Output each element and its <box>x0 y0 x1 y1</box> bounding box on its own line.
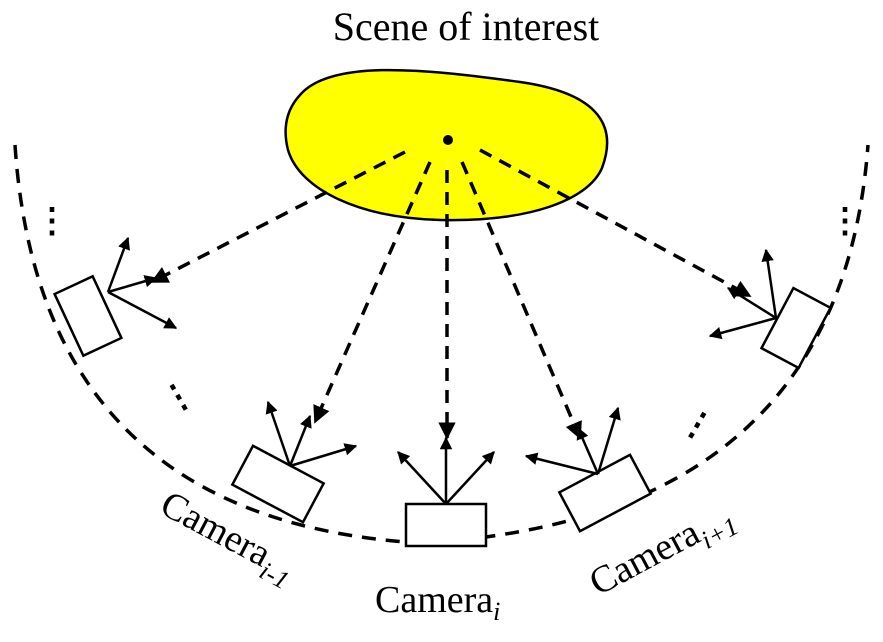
ray-far-left <box>150 150 406 284</box>
camera-axis-left <box>397 451 447 505</box>
camera-axis-left <box>726 286 777 320</box>
camera-body <box>404 502 488 548</box>
ellipsis-left: ⋮ <box>155 373 203 422</box>
camera-body <box>52 274 124 358</box>
ellipsis-far-left: ⋮ <box>35 203 69 240</box>
ray-far-right <box>479 148 752 298</box>
ellipsis-far-right: ⋮ <box>828 203 862 240</box>
scene-center-point <box>443 135 453 145</box>
camera-body <box>759 286 833 370</box>
camera-current <box>397 436 495 548</box>
ray-left <box>313 161 432 424</box>
camera-body <box>230 444 326 524</box>
ellipsis-right: ⋮ <box>673 401 721 450</box>
camera-axis-up <box>596 406 621 475</box>
camera-body <box>557 453 653 533</box>
ray-right <box>460 161 582 440</box>
scene-title: Scene of interest <box>333 4 600 49</box>
camera-axis-left <box>524 452 599 476</box>
camera-axis-forward <box>288 414 312 467</box>
camera-next <box>524 406 653 533</box>
label-camera-current: Camerai <box>375 579 500 626</box>
camera-far-left <box>52 236 178 358</box>
viewing-rays <box>150 148 752 440</box>
camera-axis-forward <box>576 426 600 475</box>
camera-axis-up <box>265 400 292 467</box>
camera-axis-right <box>445 451 495 505</box>
camera-axis-right <box>289 443 358 468</box>
camera-axis-up <box>106 236 130 293</box>
camera-axis-forward <box>708 316 777 340</box>
camera-axis-up <box>761 248 778 319</box>
scene-of-interest-blob <box>284 68 609 222</box>
camera-axis-right <box>107 275 158 294</box>
camera-axis-forward <box>107 290 178 330</box>
camera-prev <box>230 400 358 524</box>
camera-far-right <box>708 248 833 370</box>
